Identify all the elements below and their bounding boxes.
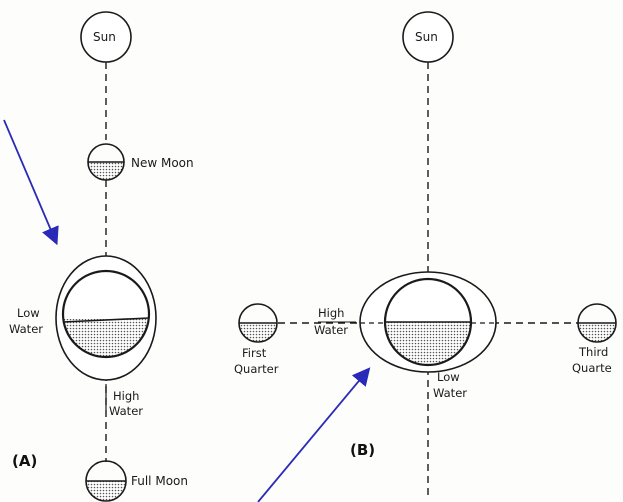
sun-a [80,11,132,63]
high-water-a-line2: Water [109,404,143,418]
full-moon [85,460,127,502]
full-moon-label: Full Moon [131,474,188,488]
third-quarter-line2: Quarte [572,361,612,375]
third-quarter-moon [577,303,617,343]
low-water-a-line1: Low [17,306,40,320]
low-water-b-line2: Water [433,386,467,400]
panel-b-label: (B) [350,441,376,459]
panel-a [55,11,157,502]
high-water-a-line1: High [113,389,140,403]
earth-b [359,271,497,373]
first-quarter-line1: First [242,346,267,360]
sun-b-label: Sun [415,30,438,44]
high-water-b-line1: High [318,306,345,320]
first-quarter-line2: Quarter [234,362,279,376]
new-moon [87,143,125,181]
sun-a-label: Sun [93,30,116,44]
earth-a [55,255,157,381]
panel-b [238,11,617,500]
first-quarter-moon [238,303,278,343]
low-water-a-line2: Water [9,322,43,336]
annotation-arrow-b [257,367,371,502]
third-quarter-line1: Third [579,345,609,359]
new-moon-label: New Moon [131,156,194,170]
sun-b [402,11,454,63]
annotation-arrow-a [3,119,59,246]
high-water-b-line2: Water [314,323,348,337]
panel-a-label: (A) [12,452,38,470]
low-water-b-line1: Low [437,370,460,384]
